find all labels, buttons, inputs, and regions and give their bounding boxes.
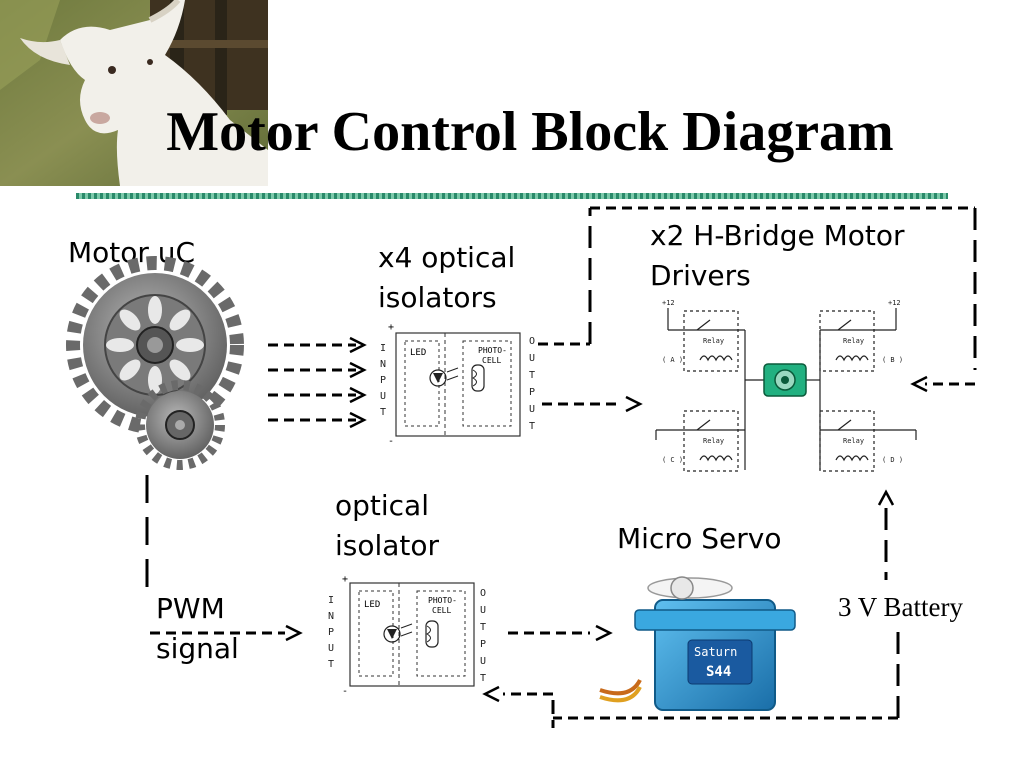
battery-label: 3 V Battery [838,592,963,622]
x4-photo-text-line2: CELL [482,356,501,365]
x4-isolators-label-line2: isolators [378,281,497,314]
optical-isolator-label-line1: optical [335,489,429,522]
x4-output-letter: O [529,336,535,347]
optical-isolator-label-line2: isolator [335,529,440,562]
servo-model-text: S44 [706,664,731,680]
x4-isolators-label-line1: x4 optical [378,241,516,274]
large-gear-icon [66,256,244,434]
x4-isolator-schematic: LED PHOTO- CELL + - I N P U T O U T P U … [380,322,535,447]
hbridge-schematic [655,308,917,472]
x4-plus-sign: + [388,322,394,333]
connectors [145,206,977,728]
hbridge-voltage-right: +12 [888,299,901,307]
title-underline [76,193,948,199]
dc-motor-icon [763,363,807,397]
relay-c-label: Relay [703,437,724,445]
x4-output-letter: U [529,404,535,415]
x4-output-letter: T [529,370,535,381]
hbridge-label-line2: Drivers [650,259,751,292]
arrowheads [285,336,928,703]
page-title: Motor Control Block Diagram [166,101,894,163]
single-input-letter: N [328,611,334,622]
single-isolator-schematic: LED PHOTO- CELL + - I N P U T O U T P U … [328,574,486,697]
relay-d-label: Relay [843,437,864,445]
relay-a-label: Relay [703,337,724,345]
x4-input-letter: T [380,407,386,418]
goat-photo [0,0,268,186]
single-photo-text-line2: CELL [432,606,451,615]
goat-photo-drawing [0,0,268,186]
micro-servo-label: Micro Servo [617,522,782,555]
single-led-text: LED [364,600,380,610]
x4-output-letter: P [529,387,535,398]
single-output-letter: O [480,588,486,599]
small-gear-icon [135,380,225,470]
single-minus-sign: - [342,686,348,697]
relay-d-id: ( D ) [882,456,903,464]
single-photo-text-line1: PHOTO- [428,596,457,605]
x4-input-letter: I [380,343,386,354]
hbridge-label-line1: x2 H-Bridge Motor [650,219,905,252]
pwm-label-line1: PWM [156,592,225,625]
servo-brand-text: Saturn [694,645,737,659]
single-input-letter: P [328,627,334,638]
x4-output-letter: T [529,421,535,432]
hbridge-voltage-left: +12 [662,299,675,307]
relay-c-id: ( C ) [662,456,683,464]
x4-led-text: LED [410,348,426,358]
single-plus-sign: + [342,574,348,585]
x4-photo-text-line1: PHOTO- [478,346,507,355]
single-output-letter: U [480,656,486,667]
x4-minus-sign: - [388,436,394,447]
single-input-letter: U [328,643,334,654]
single-output-letter: U [480,605,486,616]
single-output-letter: T [480,622,486,633]
x4-input-letter: U [380,391,386,402]
x4-output-letter: U [529,353,535,364]
relay-b-label: Relay [843,337,864,345]
single-output-letter: T [480,673,486,684]
micro-servo-icon: Saturn S44 [599,576,796,711]
relay-a-id: ( A ) [662,356,683,364]
relay-b-id: ( B ) [882,356,903,364]
single-input-letter: I [328,595,334,606]
hbridge-labels: +12 +12 Relay Relay Relay Relay ( A ) ( … [662,299,903,464]
pwm-label-line2: signal [156,632,239,665]
x4-input-letter: P [380,375,386,386]
x4-input-letter: N [380,359,386,370]
single-input-letter: T [328,659,334,670]
single-output-letter: P [480,639,486,650]
